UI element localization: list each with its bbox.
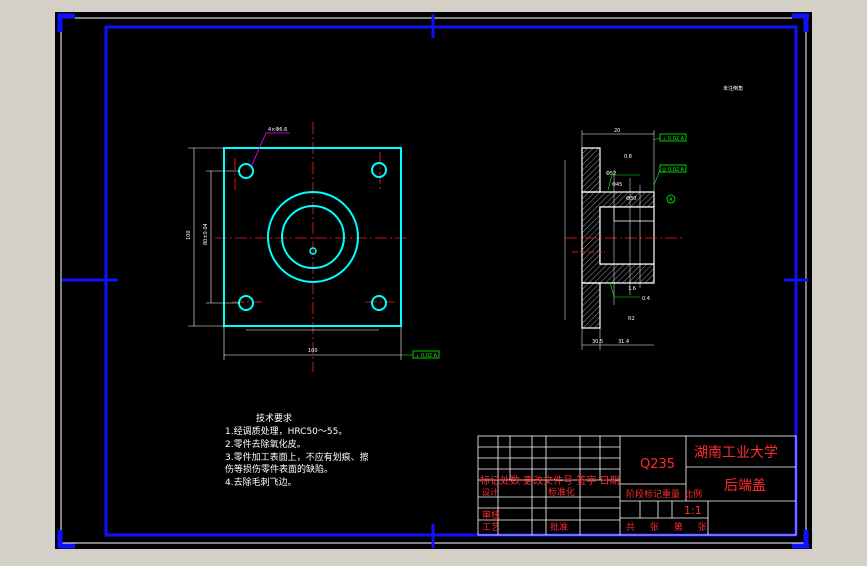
section-bore <box>599 206 655 265</box>
school-name: 湖南工业大学 <box>694 445 778 461</box>
section-bottom-dim2: 31.4 <box>618 339 629 345</box>
section-bottom-dim: 30.5 <box>592 339 603 345</box>
review-label: 审核 <box>482 509 500 521</box>
chamfer-note: 未注倒角 <box>723 85 743 92</box>
drawing-background <box>55 12 812 549</box>
centering-marks <box>62 14 808 548</box>
standardized-label: 标准化 <box>548 486 575 498</box>
designer-label: 设计 <box>482 487 498 497</box>
section-tolerance-mid-text: ◎ 0.02 A <box>662 167 685 173</box>
datum-symbol <box>666 194 676 204</box>
front-dimensions <box>188 147 402 360</box>
scale-value: 1:1 <box>684 504 702 517</box>
tech-requirement-item: 1.经调质处理，HRC50～55。 <box>225 425 347 437</box>
hole-leader <box>251 132 290 166</box>
width-dim: 100 <box>308 348 318 354</box>
section-leader-1 <box>607 174 640 191</box>
small-dim: Φ52 <box>606 171 616 177</box>
tolerance-frame <box>412 350 440 359</box>
hole-label: 4×Φ6.6 <box>268 127 287 133</box>
front-center-lines <box>215 122 410 372</box>
boss-outer-circle <box>267 191 359 283</box>
weight-label: 重量 <box>662 488 680 500</box>
front-view: 4×Φ6.6 100 80±0.04 100 ⊥ 0.02 A <box>186 122 440 372</box>
stage-label: 阶段标记 <box>626 488 662 500</box>
small-dim: R2 <box>628 316 635 322</box>
section-view: 20 30.5 31.4 0.8 Φ30 Φ45 Φ52 1.6 0.4 R2 … <box>564 128 687 350</box>
title-block-grid <box>477 435 797 536</box>
tech-requirement-item: 4.去除毛刺飞边。 <box>225 476 297 488</box>
approve-label: 批准 <box>550 521 568 533</box>
tech-requirement-item: 2.零件去除氧化皮。 <box>225 438 306 450</box>
section-top-dim: 20 <box>614 128 620 134</box>
section-tolerance-mid <box>659 164 687 173</box>
small-dim: 1.6 <box>628 286 636 292</box>
section-tolerance-top <box>659 133 687 142</box>
mounting-holes <box>238 162 387 311</box>
mounting-hole <box>371 162 387 178</box>
revision-header: 标记处数 更改文件号 签字 日期 <box>480 474 620 487</box>
corner-marks <box>57 13 809 549</box>
datum-label: A <box>669 197 673 203</box>
tech-requirements: 技术要求 1.经调质处理，HRC50～55。 2.零件去除氧化皮。 3.零件加工… <box>225 412 369 488</box>
part-name: 后端盖 <box>724 478 766 494</box>
section-tolerance-top-text: ⊥ 0.02 A <box>662 136 685 142</box>
material-text: Q235 <box>640 457 675 472</box>
sheets-label: 共 张 第 张 <box>626 521 713 533</box>
boss-inner-circle <box>281 205 345 269</box>
scale-label: 比例 <box>684 488 702 500</box>
small-dim: Φ45 <box>612 182 622 188</box>
tech-requirement-item: 伤等损伤零件表面的缺陷。 <box>225 463 333 475</box>
small-dim: Φ30 <box>626 196 636 202</box>
section-leader-2 <box>609 281 640 298</box>
section-tolerance-top-leader <box>653 137 661 141</box>
height-dim: 100 <box>186 230 192 240</box>
tech-requirements-title: 技术要求 <box>256 412 292 424</box>
mounting-hole <box>371 295 387 311</box>
plate-outline <box>223 147 402 327</box>
inner-dim: 80±0.04 <box>203 223 209 245</box>
tolerance-frame-text: ⊥ 0.02 A <box>415 353 438 359</box>
section-small-dims: 0.8 Φ30 Φ45 Φ52 1.6 0.4 R2 <box>606 154 650 322</box>
small-dim: 0.4 <box>642 296 650 302</box>
tech-requirement-item: 3.零件加工表面上，不应有划痕、擦 <box>225 451 369 463</box>
section-tolerance-mid-leader <box>653 169 661 186</box>
center-hole <box>309 247 317 255</box>
title-block: Q235 湖南工业大学 后端盖 标记处数 更改文件号 签字 日期 设计 标准化 … <box>477 435 797 536</box>
small-dim: 0.8 <box>624 154 632 160</box>
process-label: 工艺 <box>482 522 500 533</box>
section-dimensions <box>564 130 655 350</box>
